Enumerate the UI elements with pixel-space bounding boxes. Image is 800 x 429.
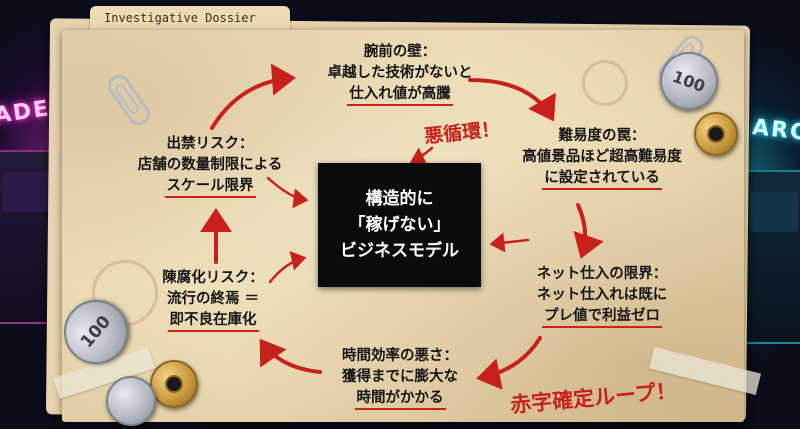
arrow-left-top-to-top xyxy=(210,63,296,130)
node-highlight: 時間がかかる xyxy=(354,389,446,410)
coin-5-icon xyxy=(694,112,738,156)
cabinet-screen xyxy=(750,192,798,232)
coin-hole xyxy=(165,375,183,393)
node-online-limit: ネット仕入の限界： ネット仕入れは既に プレ値で利益ゼロ xyxy=(492,264,712,328)
node-highlight: 即不良在庫化 xyxy=(167,311,259,332)
node-highlight: 仕入れ値が高騰 xyxy=(347,85,453,106)
arrow-to-center-right xyxy=(489,232,530,253)
cabinet-screen xyxy=(2,172,50,212)
node-title: ネット仕入の限界： xyxy=(536,266,668,282)
node-text: 獲得までに膨大な xyxy=(342,369,458,385)
center-line-1: 構造的に xyxy=(365,189,434,209)
arrow-right-top-to-right-bottom xyxy=(573,203,604,259)
node-title: 難易度の罠： xyxy=(558,128,646,144)
coin-hole xyxy=(707,125,725,143)
node-text: 流行の終焉 ＝ xyxy=(166,291,260,307)
arrow-bottom-to-left-bottom xyxy=(259,338,322,374)
node-highlight: に設定されている xyxy=(542,169,662,190)
node-text: 店舗の数量制限による xyxy=(137,157,283,173)
folder-tab-label: Investigative Dossier xyxy=(104,11,256,25)
coin-5-icon xyxy=(150,360,198,408)
center-line-3: ビジネスモデル xyxy=(340,241,459,261)
arrow-to-center-annotation xyxy=(409,146,434,166)
node-highlight: プレ値で利益ゼロ xyxy=(542,307,662,328)
node-highlight: スケール限界 xyxy=(164,177,256,198)
node-title: 出禁リスク： xyxy=(166,136,254,152)
arrow-to-center-left-top xyxy=(266,176,309,209)
node-ban-risk: 出禁リスク： 店舗の数量制限による スケール限界 xyxy=(110,134,310,198)
node-difficulty-trap: 難易度の罠： 高値景品ほど超高難易度 に設定されている xyxy=(492,126,712,190)
arcade-cabinet-right xyxy=(738,170,800,344)
coin-10-icon xyxy=(106,376,156,426)
node-text: ネット仕入れは既に xyxy=(536,287,668,303)
node-skill-barrier: 腕前の壁： 卓越した技術がないと 仕入れ値が高騰 xyxy=(300,42,500,106)
node-title: 腕前の壁： xyxy=(363,44,437,60)
node-text: 高値景品ほど超高難易度 xyxy=(522,149,682,165)
node-title: 時間効率の悪さ： xyxy=(342,348,458,364)
arrow-right-bottom-to-bottom xyxy=(476,336,542,390)
arrow-top-to-right xyxy=(468,78,556,122)
center-box: 構造的に 「稼げない」 ビジネスモデル xyxy=(318,163,481,287)
arrow-to-center-left-bottom xyxy=(268,250,307,284)
node-title: 陳腐化リスク： xyxy=(162,270,264,286)
node-text: 卓越した技術がないと xyxy=(327,65,473,81)
node-time-efficiency: 時間効率の悪さ： 獲得までに膨大な 時間がかかる xyxy=(300,346,500,410)
center-line-2: 「稼げない」 xyxy=(348,215,451,235)
node-obsolescence-risk: 陳腐化リスク： 流行の終焉 ＝ 即不良在庫化 xyxy=(118,268,308,332)
